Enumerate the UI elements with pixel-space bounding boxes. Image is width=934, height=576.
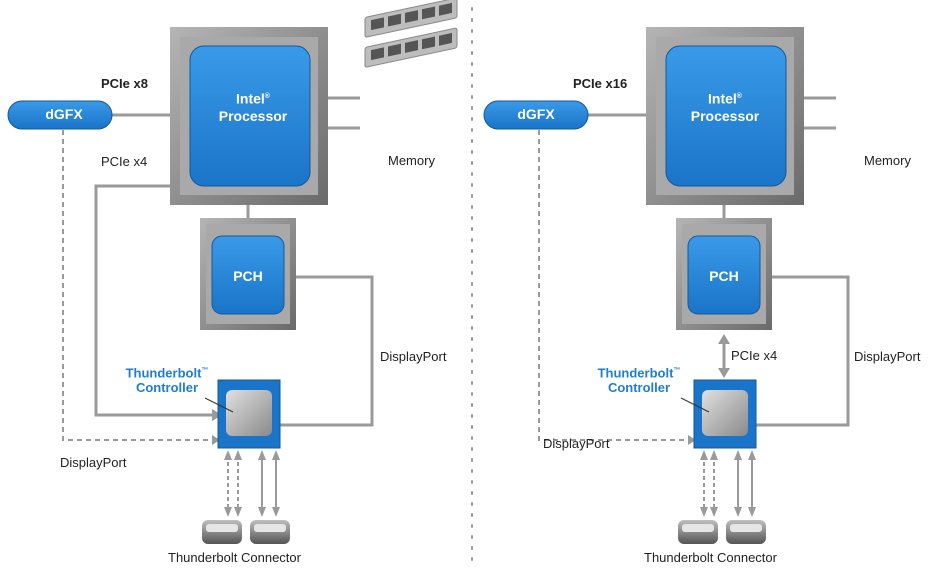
thunderbolt-controller-die bbox=[702, 390, 748, 436]
dgfx-chip bbox=[483, 100, 589, 130]
memory-stick-1-chip bbox=[439, 2, 452, 16]
dgfx-chip bbox=[7, 100, 113, 130]
arrowhead bbox=[734, 507, 742, 517]
pch-displayport-link bbox=[276, 275, 374, 427]
processor-chip bbox=[189, 45, 311, 187]
pch-displayport-link bbox=[752, 275, 850, 427]
memory-stick-1-chip bbox=[405, 10, 418, 23]
processor-label: Intel® Processor bbox=[690, 90, 760, 124]
memory-stick-2-chip bbox=[388, 43, 401, 57]
displayport-left-label: DisplayPort bbox=[543, 436, 610, 451]
arrowhead bbox=[734, 450, 742, 460]
dgfx-displayport-link bbox=[538, 130, 688, 441]
memory-stick-2-chip bbox=[422, 36, 435, 50]
dgfx-label: dGFX bbox=[517, 106, 555, 122]
arrowhead bbox=[748, 507, 756, 517]
memory-stick-1-chip bbox=[388, 13, 401, 27]
thunderbolt-connector-slot bbox=[206, 524, 238, 532]
displayport-right-label: DisplayPort bbox=[854, 349, 921, 364]
thunderbolt-controller-label: Thunderbolt™ Controller bbox=[125, 365, 209, 396]
dgfx-label: dGFX bbox=[45, 106, 83, 122]
arrowhead bbox=[272, 507, 280, 517]
arrowhead bbox=[224, 507, 232, 517]
arrowhead bbox=[748, 450, 756, 460]
arrowhead bbox=[234, 450, 242, 460]
thunderbolt-controller-die bbox=[226, 390, 272, 436]
processor-controller-pcie-link bbox=[94, 184, 212, 417]
thunderbolt-connector-label: Thunderbolt Connector bbox=[644, 550, 777, 565]
pch-label: PCH bbox=[709, 268, 739, 284]
arrowhead bbox=[212, 435, 220, 445]
memory-stick-1-chip bbox=[422, 6, 435, 20]
arrowhead bbox=[272, 450, 280, 460]
arrowhead bbox=[234, 507, 242, 517]
arrowhead bbox=[258, 450, 266, 460]
thunderbolt-connector-slot bbox=[254, 524, 286, 532]
arrowhead bbox=[258, 507, 266, 517]
arrowhead bbox=[688, 435, 696, 445]
arrowhead bbox=[718, 368, 730, 378]
pcie-x8-label: PCIe x8 bbox=[101, 76, 148, 91]
thunderbolt-controller-label: Thunderbolt™ Controller bbox=[597, 365, 681, 396]
thunderbolt-connector-label: Thunderbolt Connector bbox=[168, 550, 301, 565]
arrowhead bbox=[700, 450, 708, 460]
memory-stick-1-chip bbox=[371, 17, 384, 31]
arrowhead bbox=[224, 450, 232, 460]
arrowhead bbox=[212, 409, 222, 421]
displayport-left-label: DisplayPort bbox=[60, 455, 127, 470]
pch-chip bbox=[211, 235, 285, 315]
memory-stick-2-chip bbox=[371, 47, 384, 61]
memory-stick-2-chip bbox=[405, 40, 418, 53]
controller-pointer bbox=[680, 397, 710, 413]
arrowhead bbox=[710, 507, 718, 517]
displayport-right-label: DisplayPort bbox=[380, 349, 447, 364]
memory-label: Memory bbox=[864, 153, 911, 168]
memory-stick-2-chip bbox=[439, 32, 452, 46]
arrowhead bbox=[710, 450, 718, 460]
processor-label: Intel® Processor bbox=[218, 90, 288, 124]
arrowhead bbox=[700, 507, 708, 517]
pcie-x4-label: PCIe x4 bbox=[101, 154, 148, 169]
pch-chip bbox=[687, 235, 761, 315]
memory-label: Memory bbox=[388, 153, 435, 168]
processor-chip bbox=[665, 45, 787, 187]
thunderbolt-connector-slot bbox=[730, 524, 762, 532]
thunderbolt-connector-slot bbox=[682, 524, 714, 532]
pch-label: PCH bbox=[233, 268, 263, 284]
pcie-x4-label: PCIe x4 bbox=[731, 348, 778, 363]
controller-pointer bbox=[204, 397, 234, 413]
dgfx-displayport-link bbox=[62, 130, 212, 441]
arrowhead bbox=[718, 334, 730, 344]
pcie-x16-label: PCIe x16 bbox=[573, 76, 628, 91]
